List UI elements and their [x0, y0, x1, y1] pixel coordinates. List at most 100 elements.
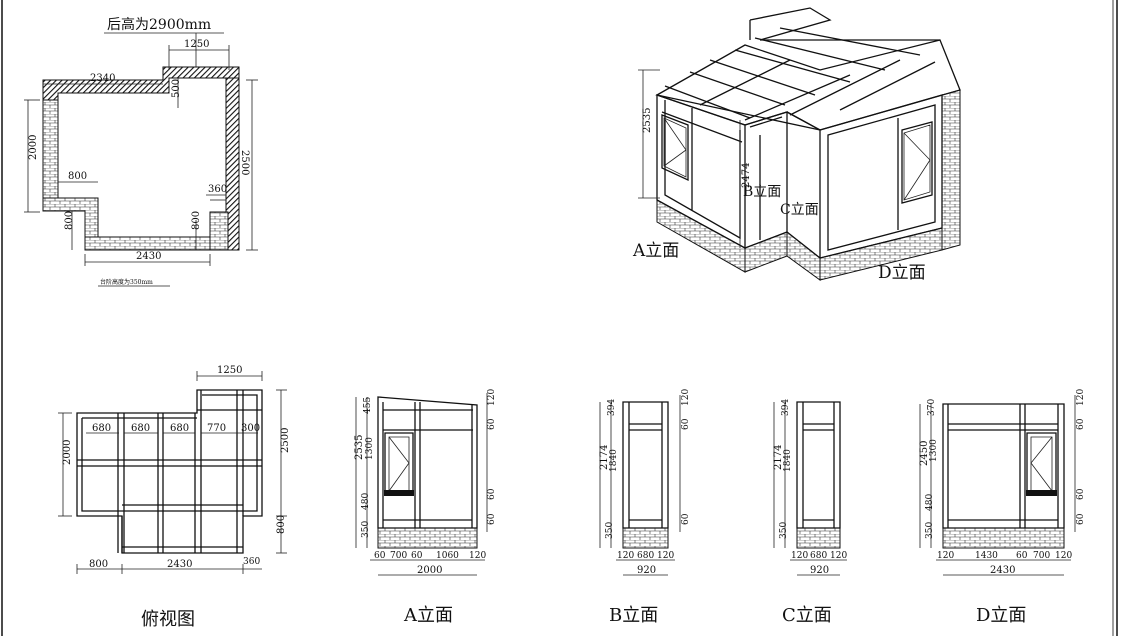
b-bottom-dim-3: 120: [657, 551, 674, 561]
b-left-dim-2: 394: [607, 399, 617, 416]
dim-800: 800: [68, 171, 87, 182]
b-bottom-dim-2: 680: [637, 551, 654, 561]
tv-col-5: 300: [241, 423, 260, 434]
dim-2500: 2500: [239, 150, 250, 175]
dim-800-right: 800: [191, 211, 202, 230]
front-right-brick: [209, 211, 229, 251]
a-caption: A立面: [403, 605, 453, 626]
dim-500: 500: [171, 79, 182, 98]
a-left-dim-1: 2535: [354, 435, 365, 460]
c-bottom-dim-3: 120: [830, 551, 847, 561]
b-right-dim-1: 120: [681, 389, 691, 406]
dim-2340: 2340: [90, 73, 115, 84]
dim-800-left: 800: [64, 211, 75, 230]
tv-dim-800-right: 800: [276, 515, 287, 534]
a-left-dim-5: 350: [361, 521, 371, 538]
rear-wall: [42, 66, 240, 101]
c-left-dim-2: 394: [781, 399, 791, 416]
d-left-dim-4: 480: [925, 494, 935, 511]
tv-dim-2000: 2000: [62, 440, 73, 465]
top-view-caption: 俯视图: [141, 609, 195, 630]
dim-2000: 2000: [28, 135, 39, 160]
rear-height-note: 后高为2900mm: [107, 16, 211, 33]
tv-dim-2500: 2500: [280, 428, 291, 453]
elevation-d: 2450 370 1300 480 350 120 60 60 60 120 1…: [919, 389, 1086, 626]
d-caption: D立面: [976, 605, 1026, 626]
elevation-b: 2174 394 1840 350 120 60 60 120 680 120 …: [599, 389, 691, 626]
d-bottom-dim-3: 60: [1016, 551, 1028, 561]
c-caption: C立面: [782, 605, 832, 626]
persp-label-a: A立面: [632, 241, 679, 261]
a-right-dim-4: 60: [487, 513, 497, 525]
b-left-dim-1: 2174: [599, 445, 610, 470]
b-right-dim-2: 60: [681, 418, 691, 430]
tv-dim-800-bottom: 800: [89, 559, 108, 570]
left-brick-wall: [42, 99, 59, 199]
tv-dim-2430: 2430: [167, 559, 192, 570]
persp-label-d: D立面: [878, 263, 926, 283]
a-left-dim-4: 480: [361, 493, 371, 510]
d-right-dim-4: 60: [1076, 513, 1086, 525]
c-total-dim: 920: [810, 565, 829, 576]
a-right-dim-2: 60: [487, 418, 497, 430]
base-left: [656, 199, 746, 273]
d-right-dim-3: 60: [1076, 488, 1086, 500]
floor-plan: 后高为2900mm 1250 2340 500 2000 2500 800 3: [24, 16, 258, 287]
dim-360: 360: [208, 184, 227, 195]
d-bottom-dim-4: 700: [1033, 551, 1050, 561]
b-total-dim: 920: [637, 565, 656, 576]
a-bottom-dim-5: 120: [469, 551, 486, 561]
elevation-c: 2174 394 1840 350 120 680 120 920 C立面: [773, 399, 847, 626]
d-bottom-dim-1: 120: [937, 551, 954, 561]
b-left-dim-4: 350: [605, 522, 615, 539]
tv-dim-360: 360: [243, 557, 260, 567]
c-left-dim-3: 1840: [783, 449, 793, 472]
d-left-dim-2: 370: [927, 399, 937, 416]
b-caption: B立面: [609, 605, 658, 626]
b-right-dim-3: 60: [681, 513, 691, 525]
base-mid: [744, 231, 788, 273]
c-left-dim-4: 350: [779, 522, 789, 539]
front-brick-wall: [84, 236, 211, 251]
d-right-dim-1: 120: [1076, 389, 1086, 406]
tv-col-1: 680: [92, 423, 111, 434]
persp-label-b: B立面: [743, 184, 781, 200]
c-left-dim-1: 2174: [773, 445, 784, 470]
a-left-dim-3: 1300: [365, 437, 375, 460]
a-right-dim-3: 60: [487, 488, 497, 500]
a-total-dim: 2000: [417, 565, 442, 576]
b-left-dim-3: 1840: [609, 449, 619, 472]
d-left-dim-5: 350: [925, 522, 935, 539]
tv-col-2: 680: [131, 423, 150, 434]
tv-col-3: 680: [170, 423, 189, 434]
d-bottom-dim-5: 120: [1055, 551, 1072, 561]
d-bottom-dim-2: 1430: [975, 551, 998, 561]
a-bottom-dim-3: 60: [411, 551, 423, 561]
base-front: [786, 230, 821, 281]
dim-2430: 2430: [136, 251, 161, 262]
a-bottom-dim-2: 700: [390, 551, 407, 561]
persp-dim-2535: 2535: [642, 108, 653, 133]
d-right-dim-2: 60: [1076, 418, 1086, 430]
a-bottom-dim-1: 60: [374, 551, 386, 561]
d-total-dim: 2430: [990, 565, 1015, 576]
elevation-a: 2535 455 1300 480 350 120 60 60 60 60 70…: [354, 389, 497, 626]
a-bottom-dim-4: 1060: [436, 551, 459, 561]
perspective-view: 2535 2474 A立面 B立面 C立面 D立面: [632, 7, 961, 283]
a-left-dim-2: 455: [363, 397, 373, 414]
c-bottom-dim-1: 120: [791, 551, 808, 561]
d-left-dim-1: 2450: [919, 441, 930, 466]
tv-col-4: 770: [207, 423, 226, 434]
persp-dim-2474: 2474: [741, 163, 752, 188]
top-view: 1250 680 680 680 770 300 2000 2500 800 8…: [58, 365, 291, 630]
tv-dim-1250: 1250: [217, 365, 242, 376]
b-bottom-dim-1: 120: [617, 551, 634, 561]
rear-brick-wall: [941, 89, 961, 251]
d-left-dim-3: 1300: [929, 439, 939, 462]
step-height-note: 台阶高度为350mm: [100, 278, 153, 286]
a-right-dim-1: 120: [487, 389, 497, 406]
c-bottom-dim-2: 680: [810, 551, 827, 561]
dim-1250: 1250: [184, 39, 209, 50]
persp-label-c: C立面: [780, 202, 819, 218]
